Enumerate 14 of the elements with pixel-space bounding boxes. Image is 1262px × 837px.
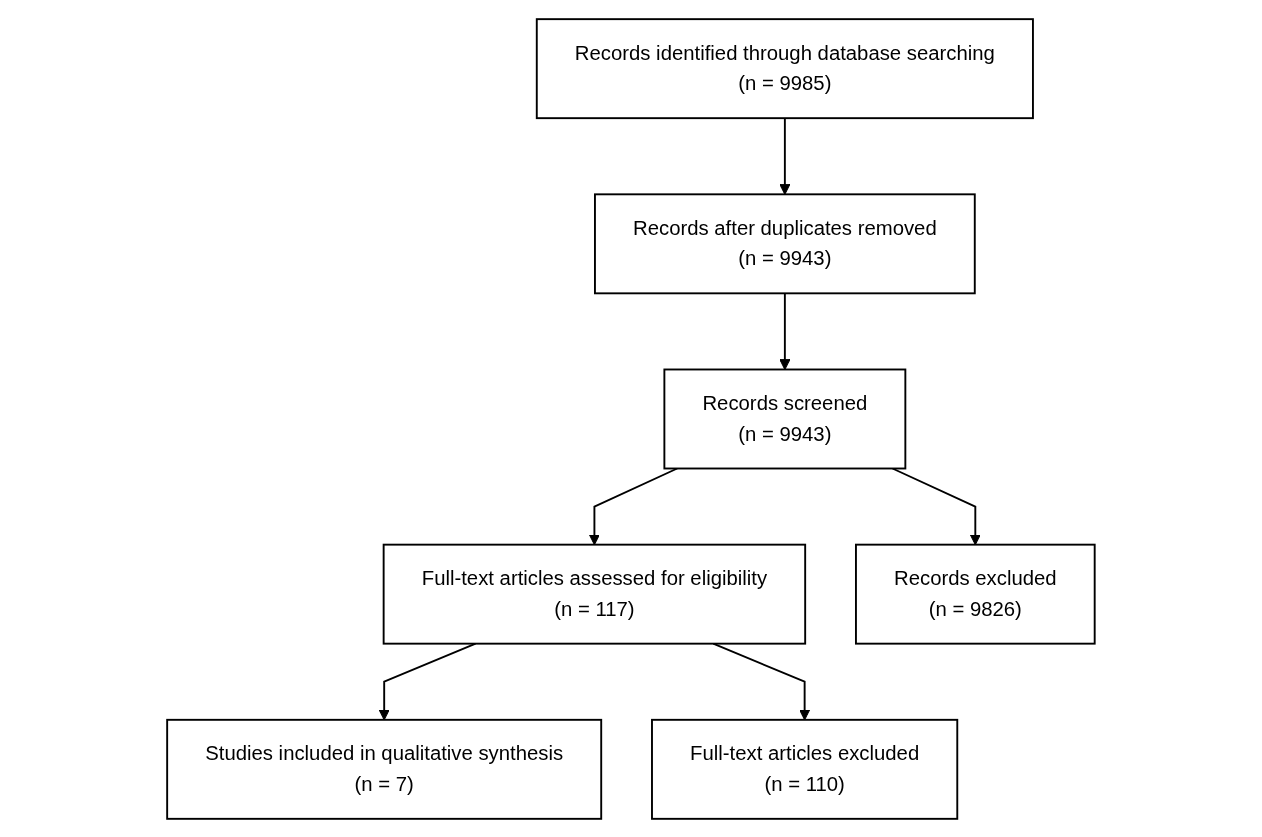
node-box xyxy=(166,718,603,820)
node-box xyxy=(663,368,907,469)
node-box xyxy=(382,543,807,645)
flowchart: Records identified through database searching (n = 9985) Records after duplicates removed (n = 9943) Records screened (n = 9943) Full-text articles assessed for eligibility (n = 117) Records excluded (n = 9826) Studies included in qualitative synthesis (n = 7) Full-text articles excluded (n = 110) xyxy=(157,8,1105,829)
arrow xyxy=(779,291,791,370)
arrow xyxy=(378,642,477,720)
arrow xyxy=(588,467,679,545)
arrow xyxy=(779,116,791,195)
arrow xyxy=(891,467,981,545)
node-box xyxy=(651,718,959,820)
node-box xyxy=(535,17,1034,119)
arrow xyxy=(712,642,811,720)
node-box xyxy=(594,192,976,294)
node-box xyxy=(855,543,1096,645)
